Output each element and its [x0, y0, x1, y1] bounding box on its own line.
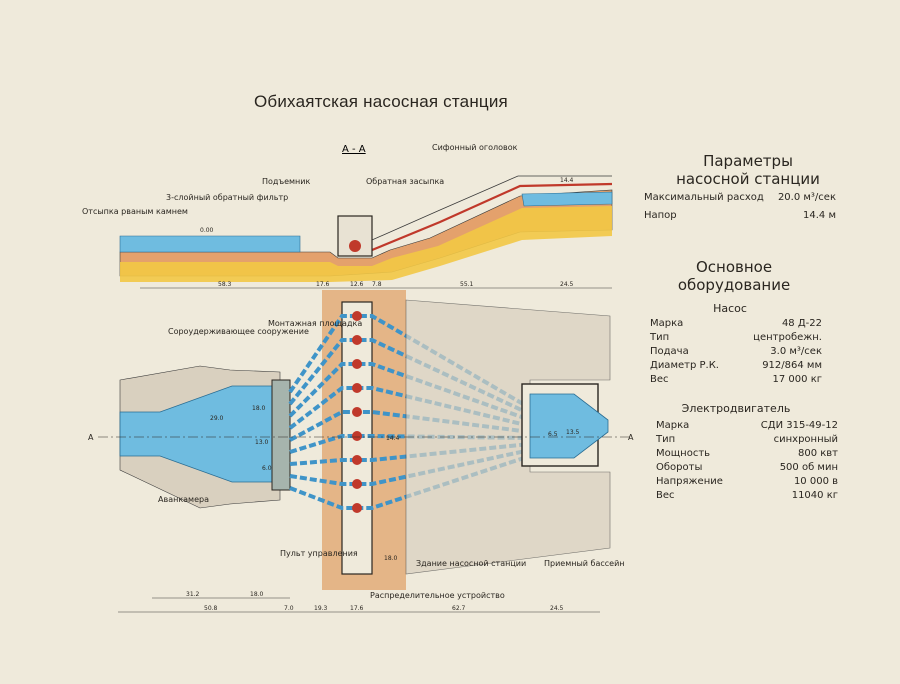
plan-dim: 62.7 [452, 605, 466, 612]
plan-inner-dim: 13.5 [566, 429, 580, 436]
equipment-heading: Основное оборудование [677, 258, 791, 294]
label-forebay: Аванкамера [158, 495, 209, 504]
plan-inner-dim: 13.0 [255, 439, 269, 446]
plan-inner-dim: 6.5 [548, 431, 558, 438]
section-elevation: 0.00 [200, 227, 214, 234]
label-rock-fill: Отсыпка рваным камнем [82, 207, 188, 216]
plan-dim: 17.6 [350, 605, 364, 612]
section-dim: 24.5 [560, 281, 574, 288]
plan-pumps [352, 311, 362, 513]
params-heading: Параметры насосной станции [676, 152, 820, 188]
label-control-panel: Пульт управления [280, 549, 358, 558]
plan-view: А А 29.0 18.0 13.0 6.0 14.4 18.0 6.5 13.… [88, 290, 634, 613]
param-key: Напор [644, 210, 677, 221]
cross-section: А - А 58.3 17.6 12.6 7.8 55.1 24.5 0.00 [82, 143, 613, 289]
label-siphon-head: Сифонный оголовок [432, 143, 518, 152]
plan-dim: 50.8 [204, 605, 218, 612]
label-trash-rack: Сороудерживающее сооружение [168, 327, 309, 336]
section-dim: 17.6 [316, 281, 330, 288]
section-dim: 12.6 [350, 281, 364, 288]
label-backfill: Обратная засыпка [366, 177, 444, 186]
label-pump-house: Здание насосной станции [416, 559, 526, 568]
section-mark-right: А [628, 433, 634, 442]
plan-inner-dim: 14.4 [386, 435, 400, 442]
section-dim: 55.1 [460, 281, 474, 288]
plan-inner-dim: 29.0 [210, 415, 224, 422]
plan-dim: 24.5 [550, 605, 564, 612]
section-soil [120, 206, 612, 282]
section-pump [349, 240, 361, 252]
label-assembly-area: Монтажная площадка [268, 319, 362, 328]
page-title: Обихаятская насосная станция [254, 92, 508, 111]
label-filter: 3-слойный обратный фильтр [166, 193, 288, 202]
motor-heading: Электродвигатель [681, 402, 791, 415]
section-water-left [119, 235, 301, 253]
param-value: 20.0 м³/сек [777, 192, 836, 203]
section-mark-left: А [88, 433, 94, 442]
label-basin: Приемный бассейн [544, 559, 625, 568]
plan-basin-water [529, 393, 609, 459]
section-dim: 58.3 [218, 281, 232, 288]
label-lift: Подъемник [262, 177, 310, 186]
label-switchgear: Распределительное устройство [370, 591, 505, 600]
section-dim: 7.8 [372, 281, 382, 288]
section-label: А - А [342, 144, 366, 155]
param-value: 14.4 м [803, 210, 836, 221]
plan-dim: 19.3 [314, 605, 328, 612]
plan-dim: 18.0 [250, 591, 264, 598]
plan-inner-dim: 18.0 [384, 555, 398, 562]
plan-dim: 31.2 [186, 591, 200, 598]
plan-trash-rack [271, 379, 291, 491]
section-elevation: 14.4 [560, 177, 574, 184]
pump-heading: Насос [713, 302, 747, 315]
param-key: Максимальный расход [644, 192, 764, 203]
plan-dim: 7.0 [284, 605, 294, 612]
plan-inner-dim: 18.0 [252, 405, 266, 412]
plan-inner-dim: 6.0 [262, 465, 272, 472]
section-water-right [521, 191, 613, 207]
section-pipeline [371, 182, 613, 252]
